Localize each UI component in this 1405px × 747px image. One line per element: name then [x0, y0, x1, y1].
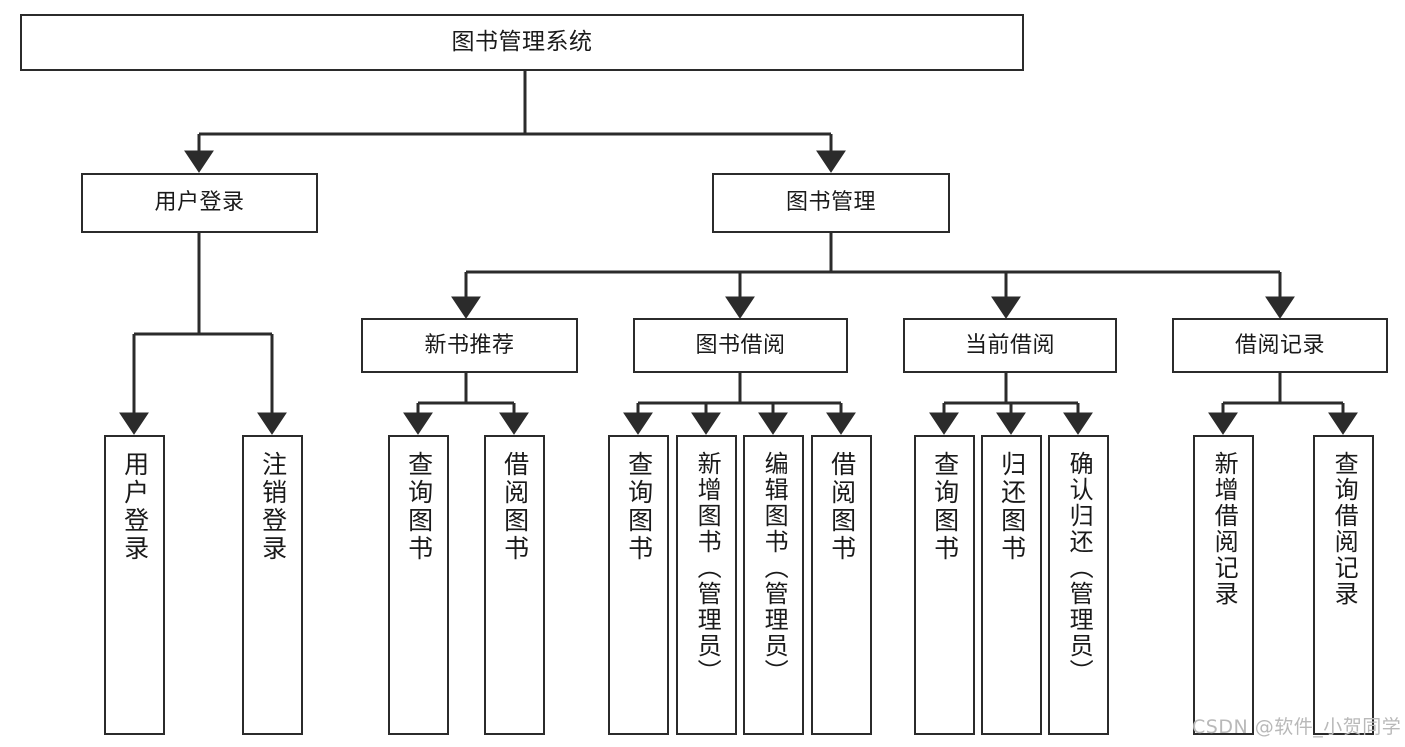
leaf-recommend-borrow-book[interactable]: 借阅图书: [484, 435, 545, 735]
leaf-record-query-record[interactable]: 查询借阅记录: [1313, 435, 1374, 735]
leaf-user-login-login[interactable]: 用户登录: [104, 435, 165, 735]
leaf-label: 借阅图书: [827, 451, 857, 563]
leaf-borrow-borrow-book[interactable]: 借阅图书: [811, 435, 872, 735]
leaf-label: 编辑图书（管理员）: [760, 451, 789, 685]
leaf-borrow-edit-book-admin[interactable]: 编辑图书（管理员）: [743, 435, 804, 735]
leaf-label: 借阅图书: [500, 451, 530, 563]
node-label: 借阅记录: [1234, 332, 1325, 358]
node-user-login[interactable]: 用户登录: [81, 173, 318, 233]
leaf-user-login-logout[interactable]: 注销登录: [242, 435, 303, 735]
leaf-label: 查询图书: [624, 451, 654, 563]
node-book-borrow[interactable]: 图书借阅: [633, 318, 848, 373]
node-label: 用户登录: [154, 190, 245, 216]
node-book-management[interactable]: 图书管理: [712, 173, 950, 233]
leaf-label: 归还图书: [997, 451, 1027, 563]
leaf-current-return-book[interactable]: 归还图书: [981, 435, 1042, 735]
leaf-borrow-add-book-admin[interactable]: 新增图书（管理员）: [676, 435, 737, 735]
leaf-current-query-book[interactable]: 查询图书: [914, 435, 975, 735]
node-borrow-record[interactable]: 借阅记录: [1172, 318, 1388, 373]
leaf-current-confirm-return-admin[interactable]: 确认归还（管理员）: [1048, 435, 1109, 735]
node-new-book-recommend[interactable]: 新书推荐: [361, 318, 578, 373]
leaf-label: 新增借阅记录: [1210, 451, 1239, 607]
node-label: 图书管理系统: [451, 28, 593, 55]
node-label: 图书管理: [785, 190, 876, 216]
leaf-borrow-query-book[interactable]: 查询图书: [608, 435, 669, 735]
leaf-label: 用户登录: [120, 451, 150, 563]
node-root-system[interactable]: 图书管理系统: [20, 14, 1024, 71]
leaf-label: 确认归还（管理员）: [1065, 451, 1094, 685]
node-current-borrow[interactable]: 当前借阅: [903, 318, 1117, 373]
node-label: 图书借阅: [695, 332, 786, 358]
leaf-record-add-record[interactable]: 新增借阅记录: [1193, 435, 1254, 735]
node-label: 当前借阅: [964, 332, 1055, 358]
csdn-watermark: CSDN @软件_小贺同学: [1192, 716, 1402, 738]
leaf-label: 查询借阅记录: [1330, 451, 1359, 607]
leaf-label: 注销登录: [258, 451, 288, 563]
node-label: 新书推荐: [424, 332, 515, 358]
leaf-label: 查询图书: [404, 451, 434, 563]
leaf-recommend-query-book[interactable]: 查询图书: [388, 435, 449, 735]
leaf-label: 查询图书: [930, 451, 960, 563]
leaf-label: 新增图书（管理员）: [693, 451, 722, 685]
